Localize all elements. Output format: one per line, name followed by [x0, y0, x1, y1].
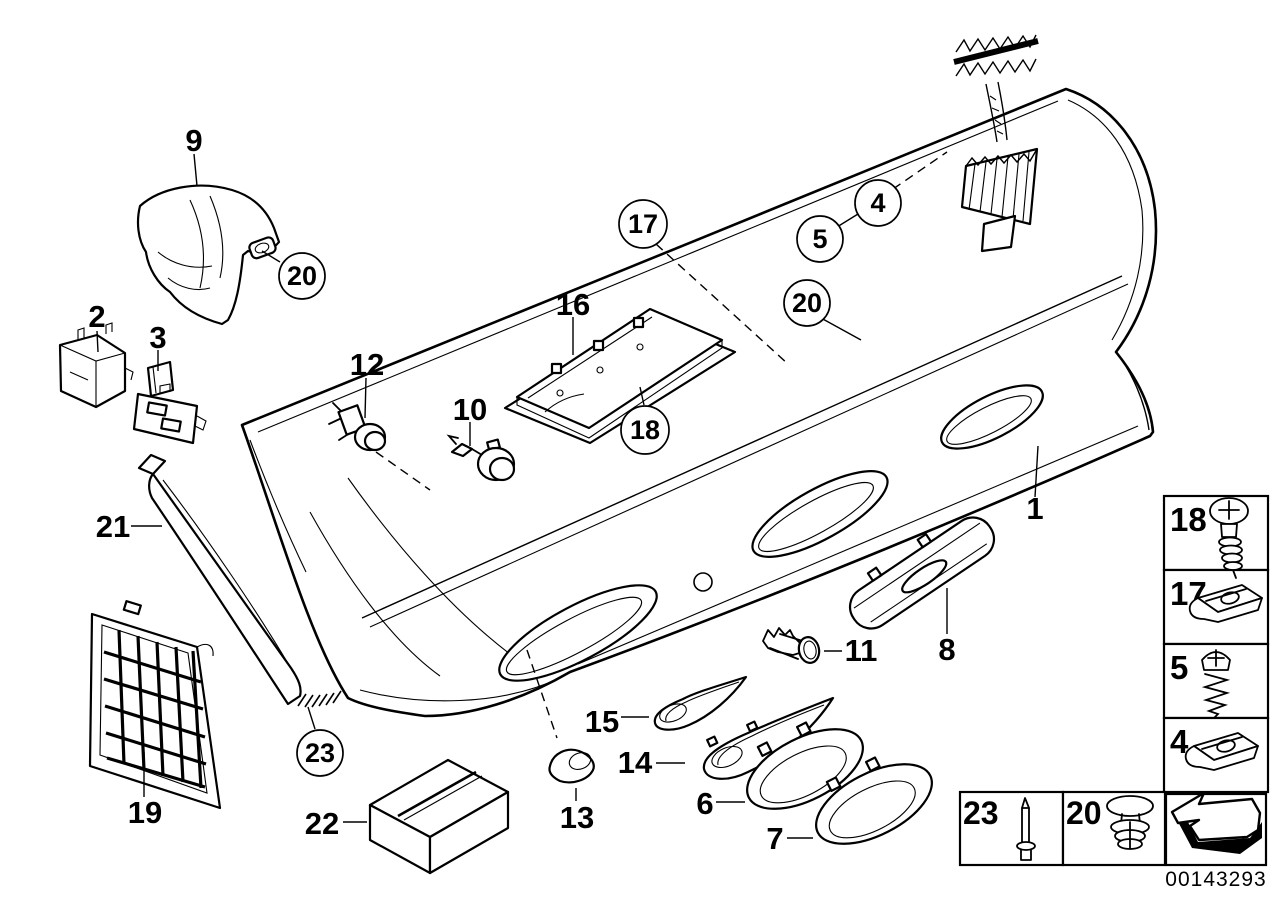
- tapping-screw-icon: [1201, 649, 1231, 719]
- part-21-corner-strip-drawing: [137, 453, 302, 706]
- callout-20-circled-top-right[interactable]: 20: [783, 279, 831, 327]
- rivet-seam-hatch: [297, 690, 342, 708]
- legend-box-23[interactable]: [958, 790, 1065, 867]
- part-13-cap-drawing: [548, 748, 595, 784]
- callout-10[interactable]: 10: [453, 392, 487, 427]
- callout-20-label: 20: [792, 288, 822, 318]
- forward-direction-arrow-icon: [1170, 791, 1262, 854]
- callout-20-circled-top-left[interactable]: 20: [278, 252, 326, 300]
- callout-17-label: 17: [628, 209, 658, 239]
- expanding-rivet-icon: [1106, 795, 1154, 850]
- legend-number-18: 18: [1170, 501, 1207, 538]
- part-22-box-drawing: [368, 758, 510, 875]
- part-2-bracket-drawing: [58, 322, 134, 409]
- part-9-cover-drawing: [136, 184, 281, 326]
- callout-8[interactable]: 8: [938, 632, 955, 667]
- callout-15[interactable]: 15: [585, 704, 619, 739]
- diagram-number: 00143293: [1165, 868, 1266, 891]
- part-19-grille-drawing: [88, 600, 222, 810]
- pan-head-screw-icon: [1209, 497, 1249, 579]
- part-6-cover-drawing: [746, 721, 864, 810]
- part-9-clip-detail: [248, 236, 277, 260]
- callout-18-label: 18: [630, 415, 660, 445]
- callout-2[interactable]: 2: [88, 299, 105, 334]
- part-8-strip-drawing: [848, 516, 996, 630]
- callout-22[interactable]: 22: [305, 806, 339, 841]
- part-3-bracket-drawing: [132, 360, 207, 445]
- bumper-slot-openings: [498, 384, 1044, 682]
- callout-16[interactable]: 16: [556, 287, 590, 322]
- callout-5-circled[interactable]: 5: [796, 215, 844, 263]
- callout-17-circled[interactable]: 17: [618, 199, 668, 249]
- callout-13[interactable]: 13: [560, 800, 594, 835]
- part-15-trim-drawing: [653, 675, 748, 731]
- legend-number-5: 5: [1170, 649, 1188, 686]
- legend-number-23: 23: [963, 795, 999, 831]
- part-16-plate-drawing: [503, 307, 737, 445]
- callout-4-label: 4: [870, 188, 885, 218]
- bumper-guide-bracket-drawing: [953, 34, 1039, 253]
- callout-5-label: 5: [812, 224, 827, 254]
- callout-6[interactable]: 6: [696, 786, 713, 821]
- part-12-sensor-drawing: [328, 402, 387, 452]
- legend-number-20: 20: [1066, 795, 1102, 831]
- part-11-nozzle-drawing: [762, 627, 821, 664]
- callout-23-circled[interactable]: 23: [296, 729, 344, 777]
- callout-20-label: 20: [287, 261, 317, 291]
- callout-21[interactable]: 21: [96, 509, 130, 544]
- callout-1[interactable]: 1: [1026, 491, 1043, 526]
- callout-18-circled[interactable]: 18: [620, 405, 670, 455]
- callout-12[interactable]: 12: [350, 347, 384, 382]
- legend-bottom-row: 23 20: [958, 790, 1268, 867]
- grille-lattice: [103, 629, 207, 789]
- leader-lines: [96, 151, 1039, 839]
- callout-4-circled[interactable]: 4: [854, 179, 902, 227]
- callout-19[interactable]: 19: [128, 795, 162, 830]
- part-7-cover-drawing: [815, 756, 933, 845]
- part-10-sensor-drawing: [446, 434, 516, 482]
- callout-3[interactable]: 3: [149, 320, 166, 355]
- callout-9[interactable]: 9: [185, 123, 202, 158]
- legend-number-4: 4: [1170, 723, 1189, 760]
- callout-11[interactable]: 11: [845, 633, 878, 668]
- callout-7[interactable]: 7: [766, 821, 783, 856]
- part-1-bumper-trim-panel-drawing: [240, 87, 1158, 718]
- callout-14[interactable]: 14: [618, 745, 653, 780]
- bumper-round-hole: [693, 572, 713, 592]
- legend-right-column: 18 17 5 4: [1162, 494, 1270, 794]
- callout-23-label: 23: [305, 738, 335, 768]
- blind-rivet-pin-icon: [1016, 797, 1036, 861]
